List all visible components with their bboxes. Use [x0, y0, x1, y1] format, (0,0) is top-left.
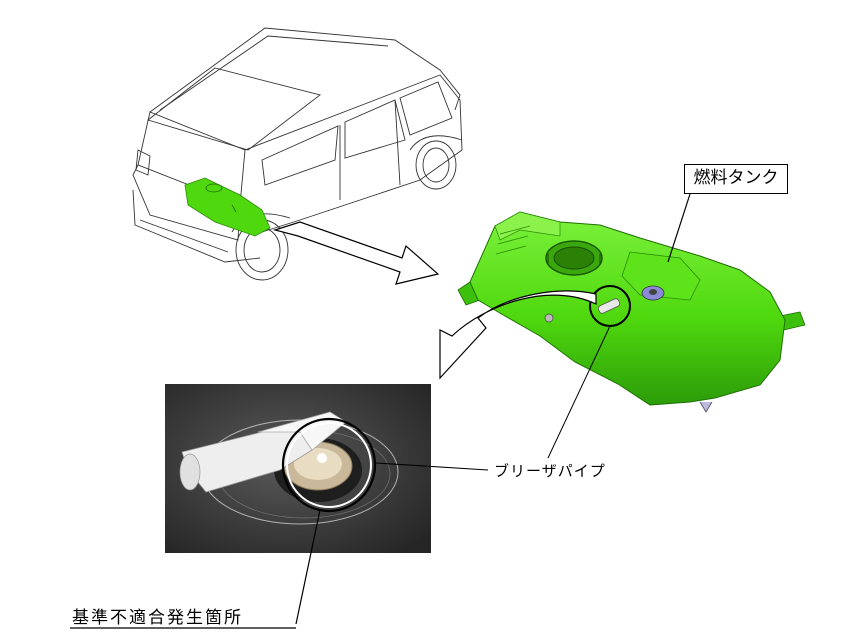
leader-pipe-tank	[547, 325, 611, 459]
fuel-tank-illustration	[457, 211, 806, 413]
pointer-arrow-icon	[272, 221, 440, 285]
car-outline-icon	[132, 27, 463, 281]
car-fuel-tank-highlight	[184, 177, 271, 237]
defect-location-label: 基準不適合発生箇所	[72, 608, 243, 628]
breather-pipe-label: ブリーザパイプ	[494, 462, 606, 480]
leader-tank	[667, 193, 691, 263]
leader-pipe	[375, 462, 489, 471]
curved-arrow-icon	[439, 290, 597, 380]
leader-defect	[295, 509, 321, 625]
photo-breather-pipe	[165, 384, 431, 553]
fuel-tank-label: 燃料タンク	[684, 164, 788, 194]
